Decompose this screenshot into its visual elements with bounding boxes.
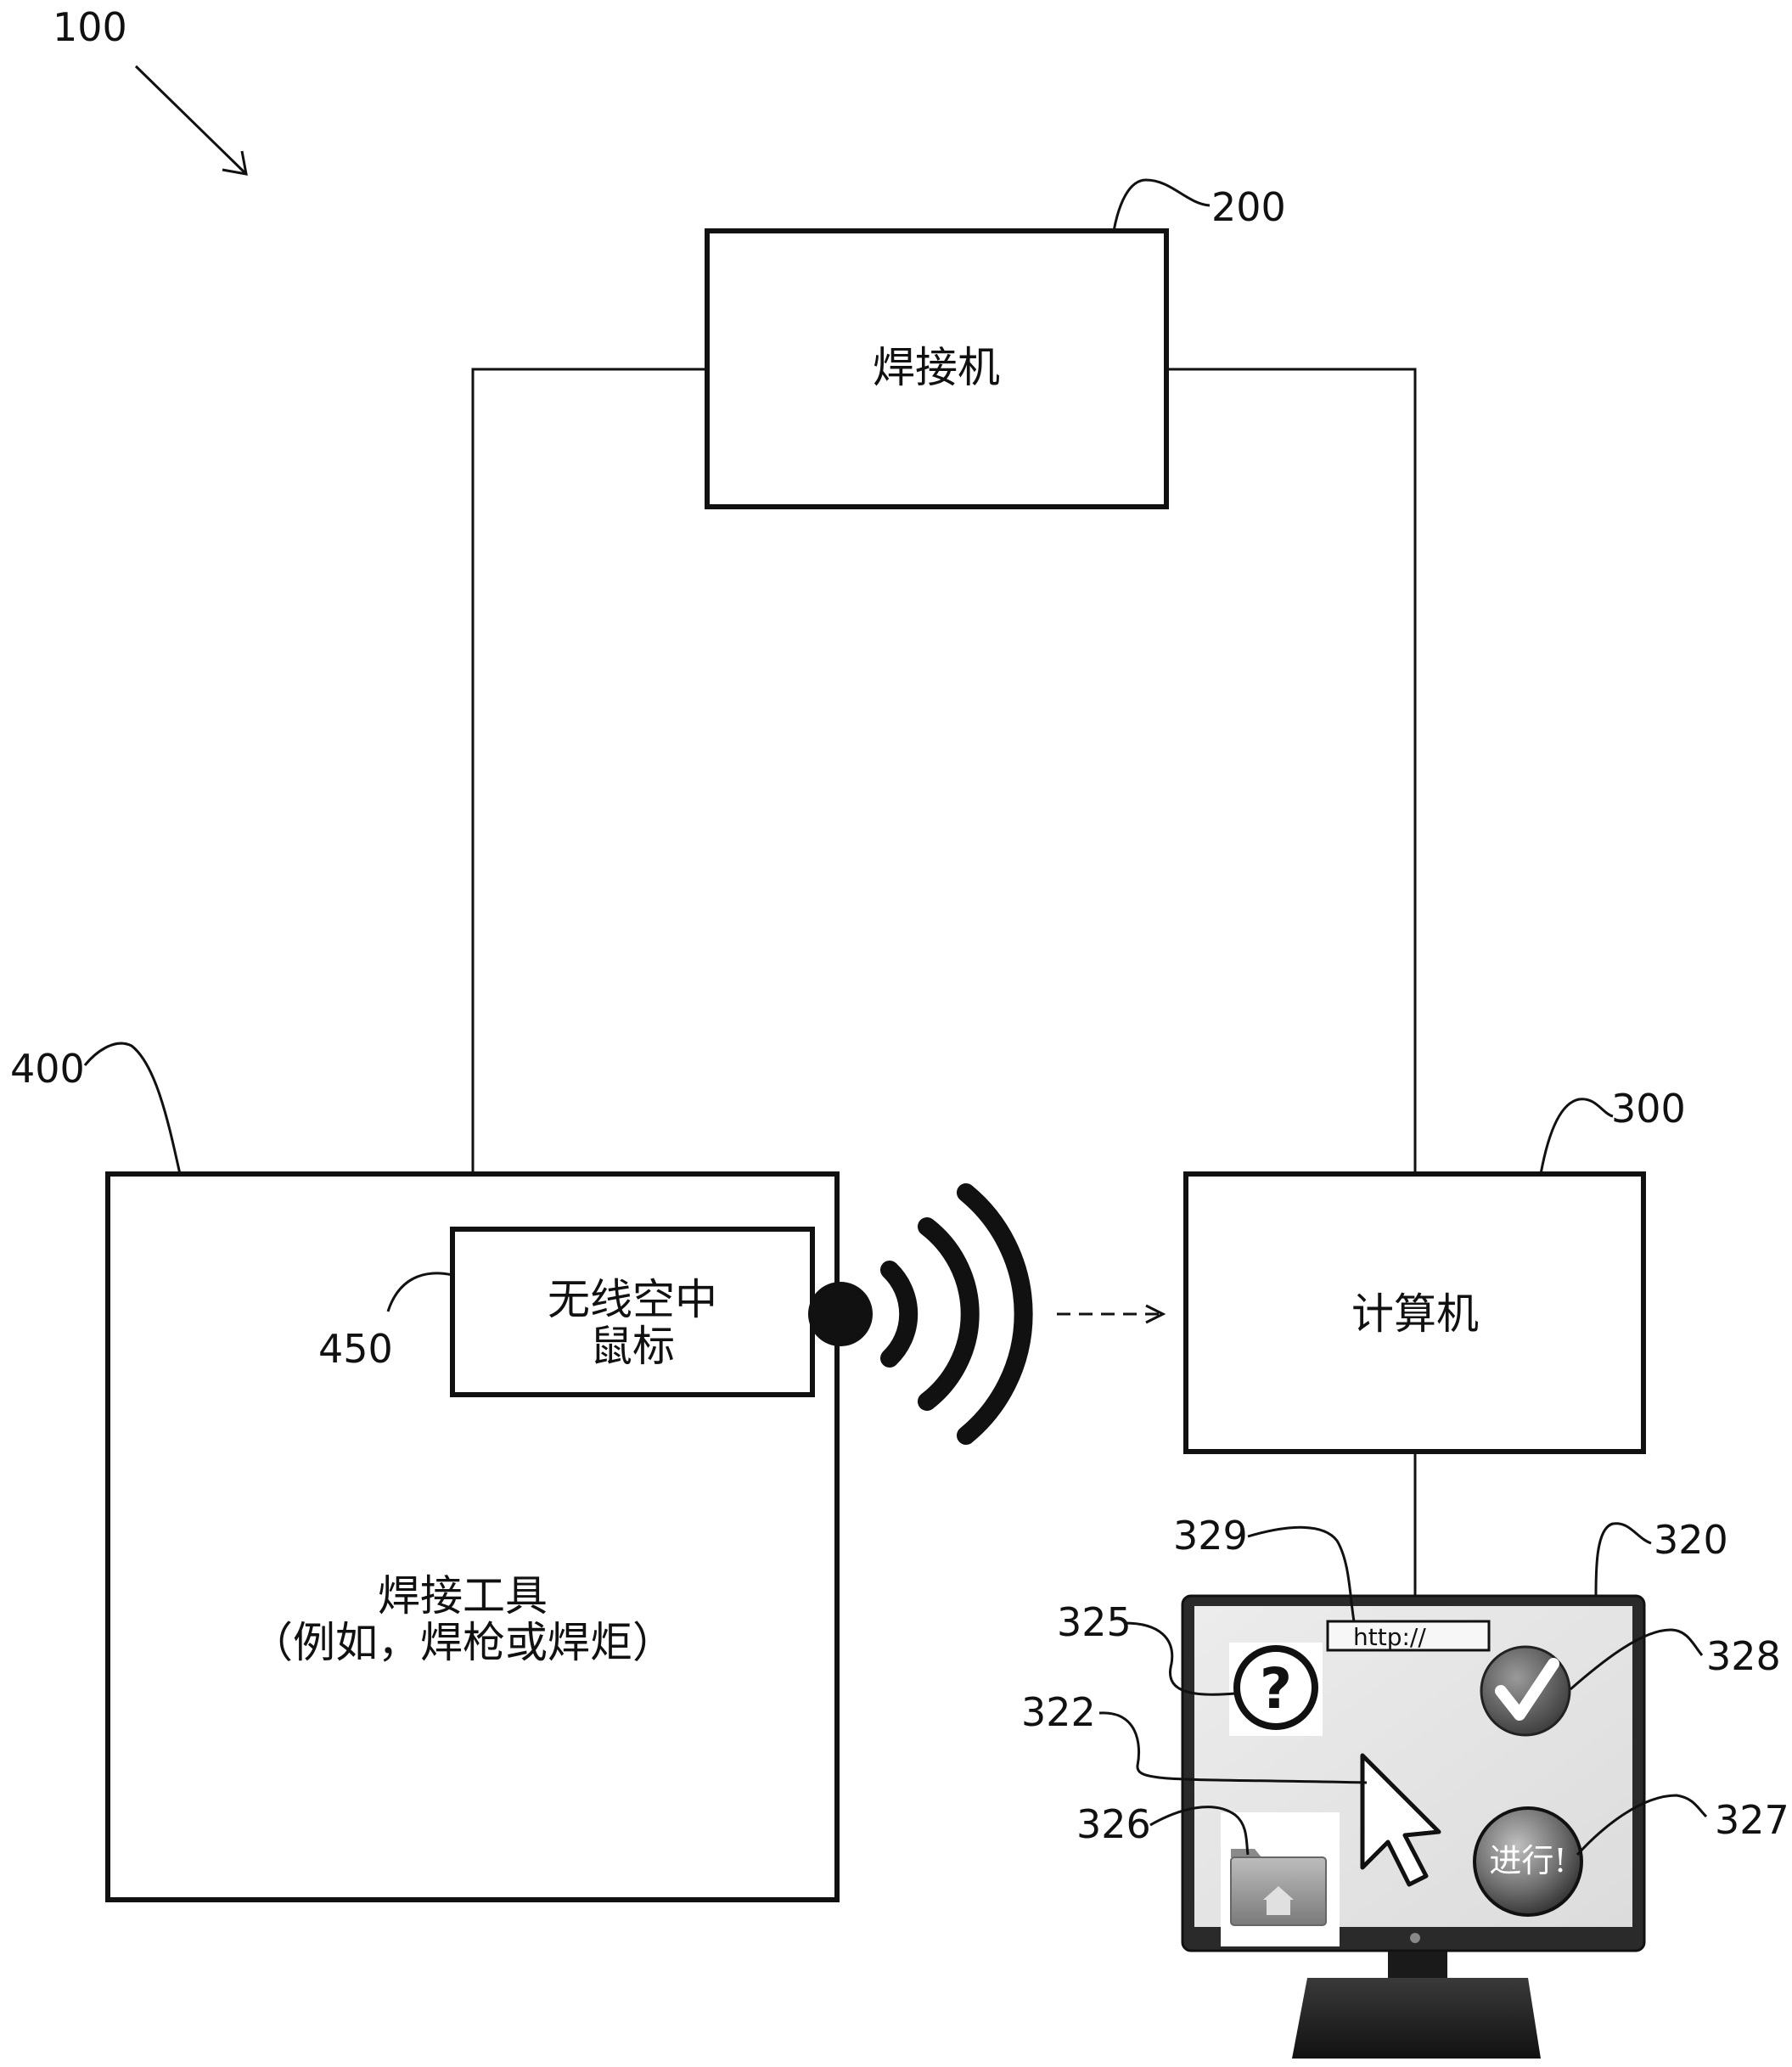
figure-ref-label: 100 [53,4,127,50]
computer-leader [1539,1098,1614,1175]
mouse-cursor-icon [1360,1753,1441,1887]
help-icon-ref: 325 [1057,1599,1132,1645]
go-button-leader [1576,1794,1708,1856]
welding-machine-box [705,228,1169,509]
go-button-ref: 327 [1715,1797,1789,1843]
air-mouse-leader [386,1272,453,1312]
air-mouse-box [450,1227,815,1397]
welding-tool-ref: 400 [10,1046,85,1092]
monitor-power-light [1410,1933,1420,1943]
welding-tool-label-line2: （例如，焊枪或焊炬） [250,1618,675,1667]
welding-machine-leader [1112,178,1211,232]
antenna-dot [808,1282,873,1346]
welding-tool-box [105,1171,840,1902]
address-bar-leader [1247,1525,1356,1622]
air-mouse-label-line1: 无线空中 [548,1275,717,1324]
monitor-stand [1292,1978,1541,2059]
display-leader [1594,1522,1652,1597]
figure-reference: 100 [53,4,248,176]
signal-wave-2 [918,1217,980,1411]
check-icon [1495,1658,1559,1721]
address-bar-ref: 329 [1173,1513,1248,1559]
home-folder-ref: 326 [1076,1801,1151,1847]
computer-ref: 300 [1611,1086,1686,1132]
welding-tool-block: 焊接工具 （例如，焊枪或焊炬） 400 [10,1042,840,1902]
figure-ref-arrow [134,65,248,176]
display-ref: 320 [1654,1517,1728,1563]
go-button[interactable] [1473,1806,1583,1917]
help-icon-glyph: ? [1260,1656,1292,1722]
computer-label: 计算机 [1351,1289,1479,1339]
signal-wave-3 [957,1183,1033,1445]
welding-tool-label-line1: 焊接工具 [378,1571,548,1620]
cursor-leader [1098,1711,1368,1784]
air-mouse-ref: 450 [318,1326,393,1372]
help-icon-leader [1124,1621,1236,1696]
wire-welder-to-computer [1166,368,1417,1174]
help-icon[interactable] [1233,1645,1318,1730]
connection-wires [471,368,1417,1596]
cursor-ref: 322 [1021,1689,1096,1735]
welding-machine-ref: 200 [1211,184,1286,230]
welding-machine-block: 焊接机 200 [705,178,1286,509]
computer-box [1183,1171,1646,1454]
welding-tool-leader [83,1042,182,1175]
wire-welder-to-tool [471,368,707,1174]
check-button-leader [1570,1628,1704,1691]
air-mouse-block: 无线空中 鼠标 450 [318,1227,815,1397]
check-button-ref: 328 [1706,1633,1781,1679]
figure-ref-arrowhead [222,150,248,176]
display-monitor: http:// ? 进行! 320 329 325 328 322 326 [1021,1513,1789,2059]
address-bar[interactable] [1326,1620,1491,1652]
computer-block: 计算机 300 [1183,1086,1686,1454]
go-button-label: 进行! [1489,1842,1566,1879]
address-bar-text: http:// [1353,1623,1426,1651]
home-icon [1263,1886,1294,1915]
home-folder-leader [1149,1806,1250,1856]
signal-wave-1 [880,1261,918,1368]
welding-machine-label: 焊接机 [873,343,1000,392]
home-folder-tab [1231,1849,1261,1857]
air-mouse-label-line2: 鼠标 [590,1322,675,1371]
wireless-signal-icon [808,1183,1033,1445]
